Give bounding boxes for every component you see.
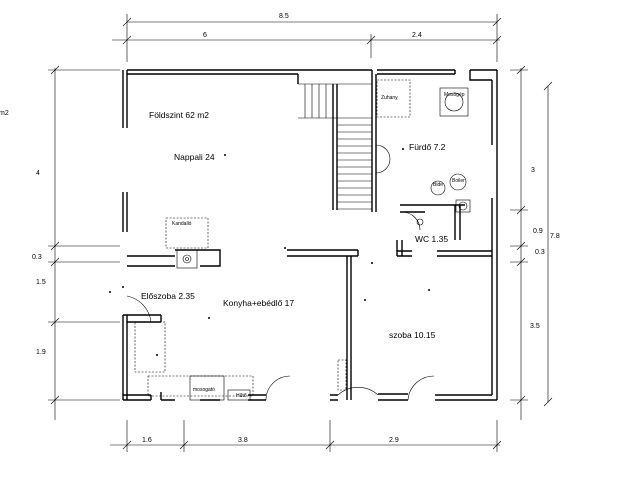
dim-left-1: 4: [36, 170, 40, 177]
left-dimension-lines: [48, 65, 120, 420]
dim-bottom-2: 3.8: [238, 437, 248, 444]
dim-right-3: 0.3: [535, 249, 545, 256]
dim-right-1: 3: [531, 167, 535, 174]
kitchen-fixtures: [126, 295, 435, 401]
washer-label: Mosógép: [444, 92, 465, 98]
floor-area-label: Földszint 62 m2: [149, 110, 209, 120]
dim-right-4: 3.5: [530, 323, 540, 330]
dim-top-right: 2.4: [412, 32, 422, 39]
dim-left-3: 1.5: [36, 279, 46, 286]
dim-top-total: 8.5: [279, 13, 289, 20]
dim-right-total: 7.8: [550, 233, 560, 240]
dim-left-4: 1.9: [36, 349, 46, 356]
bidet-label: Bide: [433, 182, 443, 188]
fridge-label: Hűtő: [236, 393, 247, 399]
staircase: [298, 83, 372, 210]
room-bedroom: szoba 10.15: [389, 330, 436, 340]
dim-left-cut: m2: [0, 110, 9, 117]
right-dimension-lines: [510, 65, 553, 420]
room-wc: WC 1.35: [415, 234, 448, 244]
outlet-marks: [109, 148, 430, 356]
bottom-dimension-lines: [110, 420, 502, 452]
dim-bottom-3: 2.9: [389, 437, 399, 444]
room-bathroom: Fürdő 7.2: [409, 142, 446, 152]
top-dimension-lines: [112, 14, 502, 62]
shower-label: Zuhany: [381, 95, 398, 101]
exterior-walls: [122, 69, 498, 401]
fireplace: [165, 217, 209, 269]
dim-right-2: 0.9: [533, 228, 543, 235]
bathroom-fixtures: [375, 79, 471, 231]
sink-label: mosogató: [193, 387, 215, 393]
room-hall: Előszoba 2.35: [141, 291, 195, 301]
dim-bottom-1: 1.6: [142, 437, 152, 444]
interior-walls: [123, 70, 492, 400]
dim-left-2: 0.3: [32, 254, 42, 261]
boiler-label: Boiler: [452, 178, 465, 184]
room-living: Nappali 24: [174, 152, 215, 162]
dim-top-left: 6: [203, 32, 207, 39]
room-kitchen: Konyha+ebédlő 17: [223, 298, 294, 308]
fireplace-label: Kandalló: [172, 221, 192, 227]
